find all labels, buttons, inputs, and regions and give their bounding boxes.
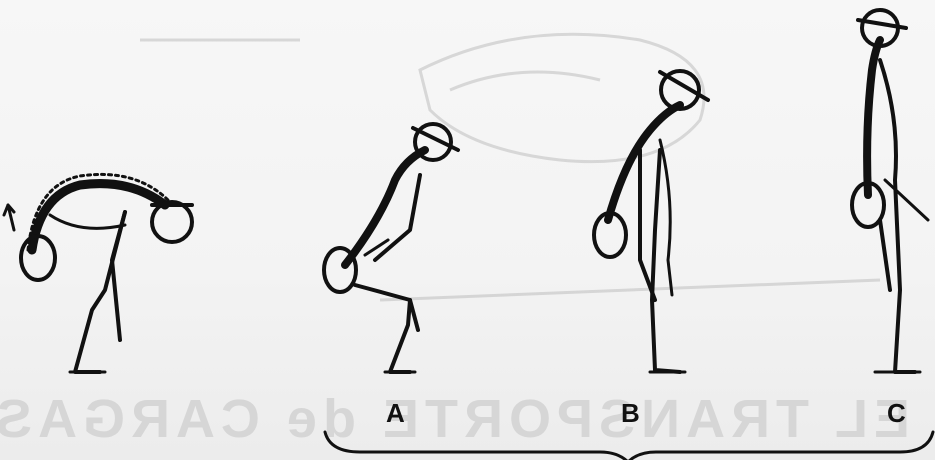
label-c: C: [887, 398, 906, 429]
figure-b: [594, 71, 708, 372]
background-sketch: [140, 34, 880, 300]
label-b: B: [621, 398, 640, 429]
figure-c: [852, 10, 928, 372]
figure-incorrect-lift: [4, 174, 192, 372]
grouping-brace: [325, 432, 933, 460]
figure-a: [324, 124, 458, 372]
label-a: A: [386, 398, 405, 429]
